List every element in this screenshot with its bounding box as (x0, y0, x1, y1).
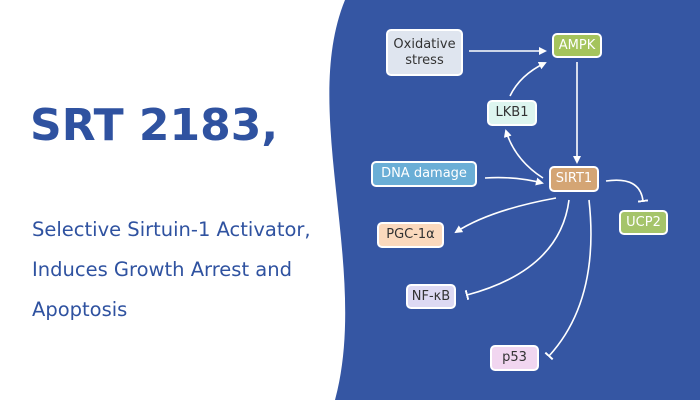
subtitle-line-2: Induces Growth Arrest and (32, 258, 292, 281)
node-oxidative-stress: Oxidative stress (386, 29, 463, 76)
node-sirt1: SIRT1 (549, 166, 599, 192)
edge-sirt1-p53 (544, 199, 592, 361)
edge-sirt1-lkb1 (503, 129, 544, 179)
node-ampk: AMPK (552, 33, 602, 58)
edge-sirt1-nfkb (464, 199, 570, 301)
node-nfkb: NF-κB (406, 284, 456, 309)
page-title: SRT 2183, (30, 100, 279, 151)
node-p53: p53 (490, 345, 539, 371)
node-lkb1: LKB1 (487, 100, 537, 126)
edge-lkb1-ampk (509, 61, 547, 97)
edge-sirt1-pgc1a (454, 197, 557, 234)
subtitle-line-3: Apoptosis (32, 298, 128, 321)
node-pgc1a: PGC-1α (377, 222, 444, 248)
node-ucp2: UCP2 (619, 210, 668, 235)
subtitle-line-1: Selective Sirtuin-1 Activator, (32, 218, 311, 241)
edge-sirt1-ucp2 (605, 179, 649, 203)
node-dna-damage: DNA damage (371, 161, 477, 187)
edge-dna-sirt1 (484, 176, 544, 186)
